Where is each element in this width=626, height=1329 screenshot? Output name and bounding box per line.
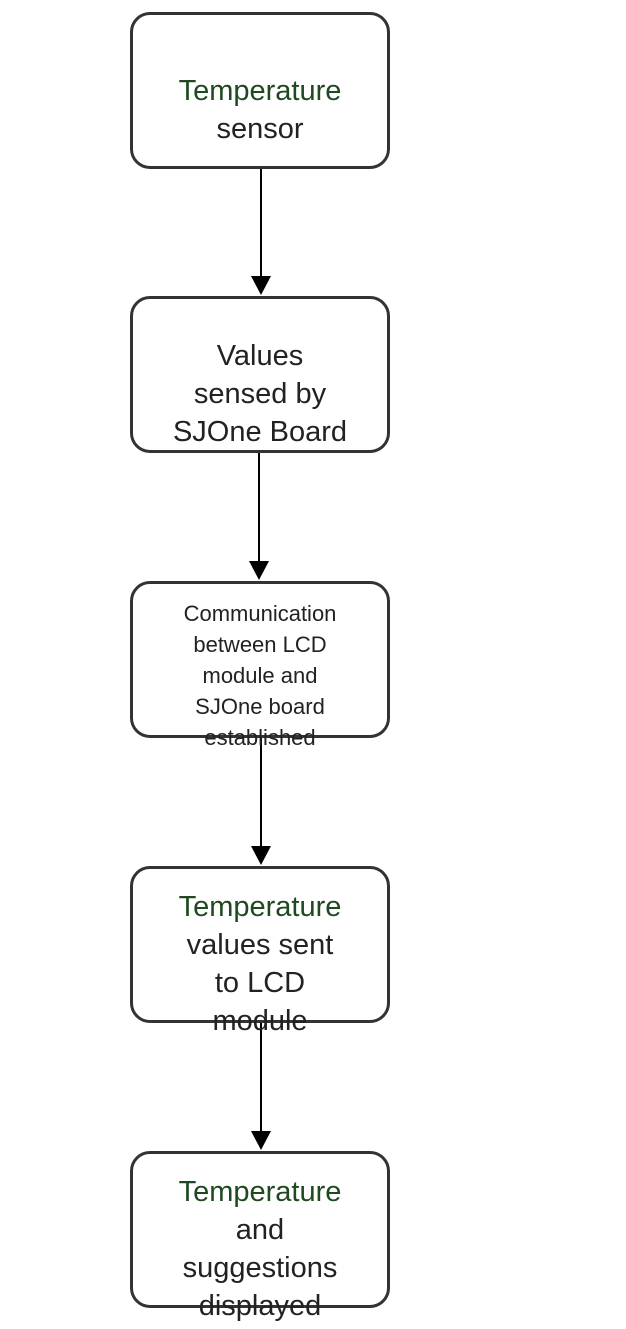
arrow-head-4: [251, 1131, 271, 1150]
arrow-head-1: [251, 276, 271, 295]
arrow-head-3: [251, 846, 271, 865]
node-label: Values sensed by SJOne Board: [172, 339, 348, 448]
node-communication-established: Communication between LCD module and SJO…: [130, 581, 390, 750]
arrow-head-2: [249, 561, 269, 580]
node-values-sent-to-lcd: Temperature values sent to LCD module: [130, 866, 390, 1037]
node-label: Temperature and suggestions displayed: [178, 1175, 342, 1322]
node-values-sensed: Values sensed by SJOne Board: [130, 296, 390, 453]
node-temperature-sensor: Temperature sensor: [130, 12, 390, 169]
node-label: Communication between LCD module and SJO…: [183, 600, 337, 750]
node-suggestions-displayed: Temperature and suggestions displayed: [130, 1151, 390, 1322]
node-label: Temperature values sent to LCD module: [178, 890, 342, 1037]
flow-arrows: [249, 169, 271, 1150]
node-label: Temperature sensor: [178, 74, 342, 145]
